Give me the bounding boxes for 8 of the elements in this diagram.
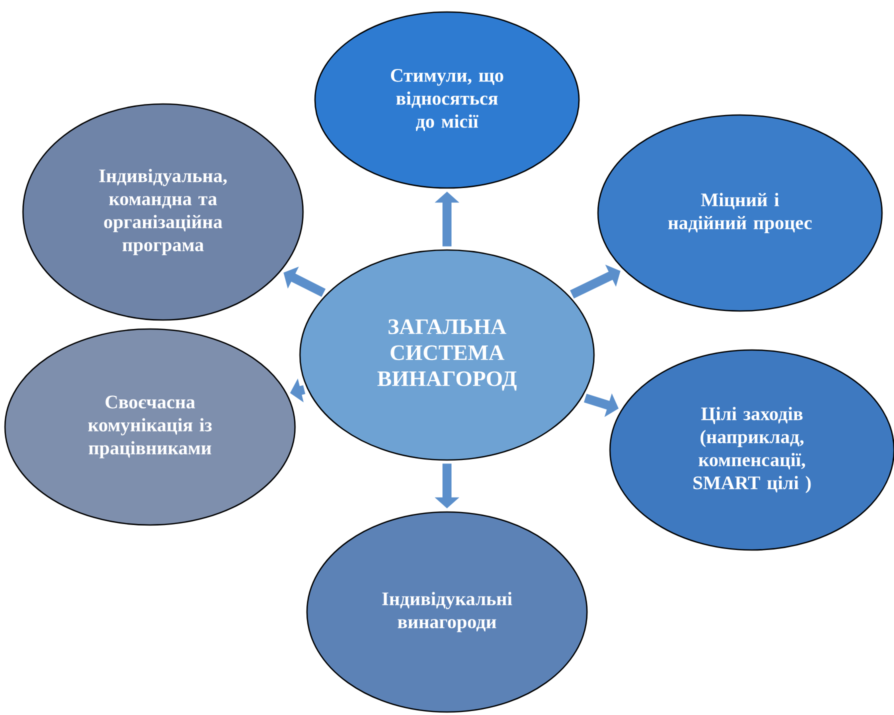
ellipse-node: Цілі заходів (наприклад, компенсації, SMART цілі ) — [609, 349, 894, 551]
ellipse-node: Міцний і надійний процес — [597, 114, 883, 312]
ellipse-node: Своєчасна комунікація із працівниками — [4, 328, 296, 526]
ellipse-node: Індивідуальна, командна та організаційна програма — [22, 103, 304, 321]
ellipse-node: Стимули, що відносяться до місії — [314, 11, 580, 189]
ellipse-node: Індивідукальні винагороди — [306, 511, 588, 713]
ellipse-node: ЗАГАЛЬНА СИСТЕМА ВИНАГОРОД — [299, 249, 595, 461]
block-arrow — [570, 264, 620, 298]
